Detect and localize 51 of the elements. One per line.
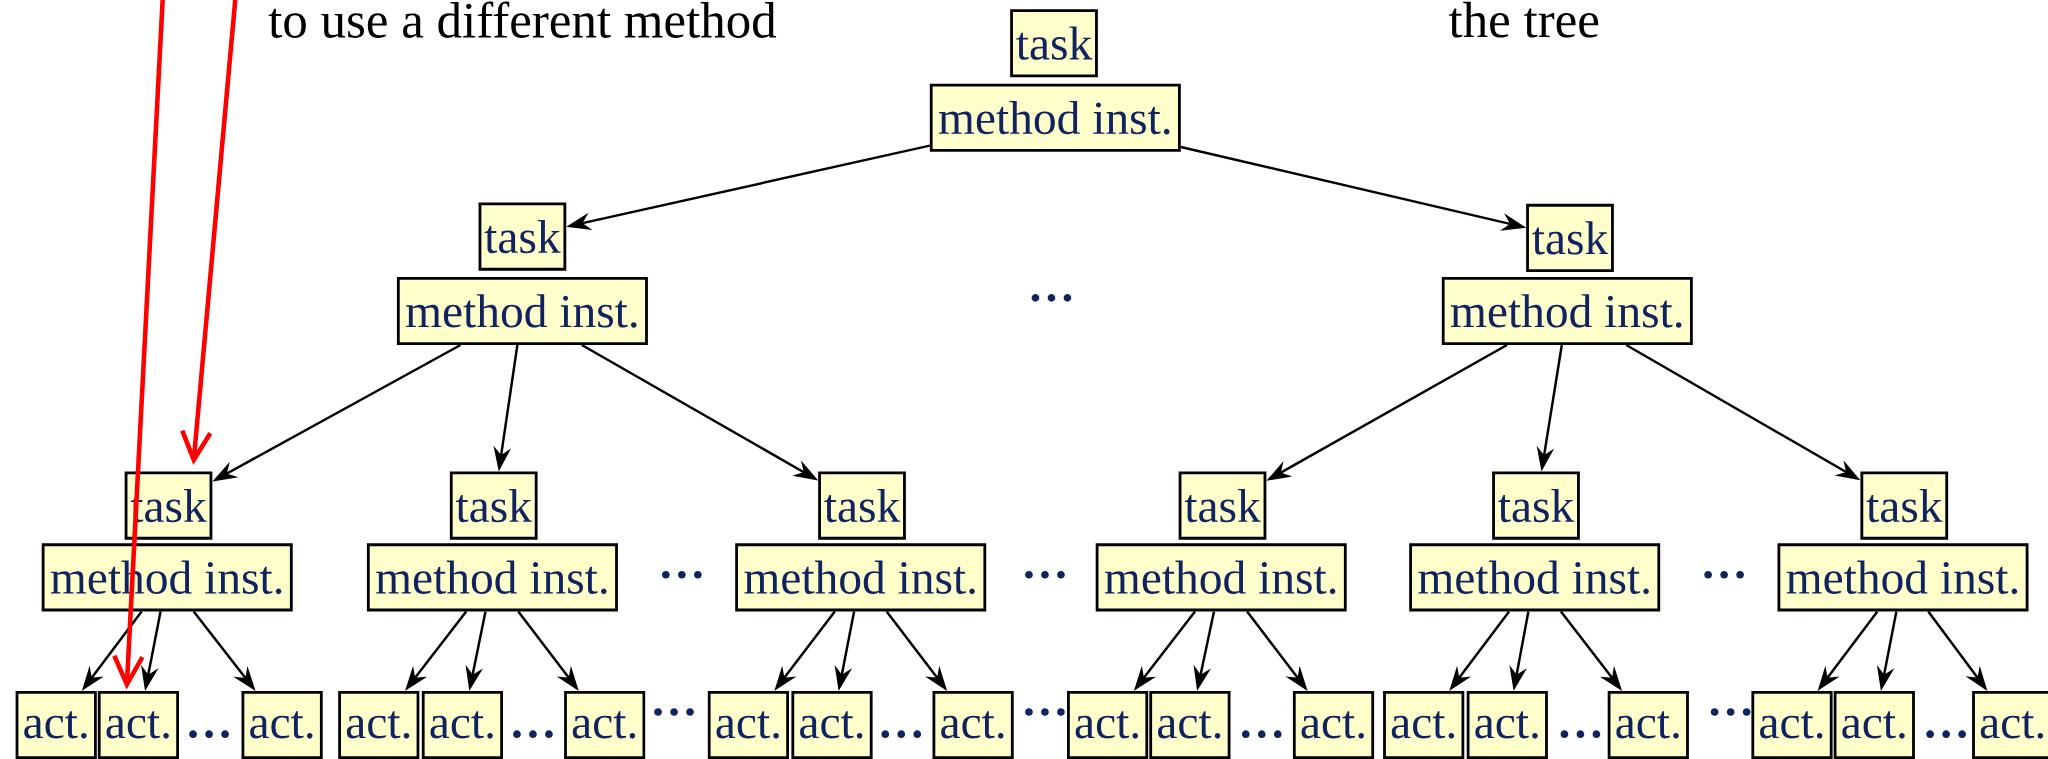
action-box: act. xyxy=(421,690,503,759)
method-box: method inst. xyxy=(366,543,618,612)
action-box: act. xyxy=(15,690,97,759)
ellipsis: … xyxy=(189,730,229,738)
action-box: act. xyxy=(1466,690,1548,759)
action-box: act. xyxy=(1383,690,1465,759)
method-box: method inst. xyxy=(1095,543,1347,612)
task-box: task xyxy=(478,202,567,271)
leader-line xyxy=(112,0,166,690)
method-box: method inst. xyxy=(735,543,987,612)
task-box: task xyxy=(1492,471,1580,540)
method-box: method inst. xyxy=(1409,543,1661,612)
task-box: task xyxy=(818,471,906,540)
ellipsis: … xyxy=(1031,294,1072,302)
annotation-text: to use a different method xyxy=(268,1,777,38)
action-box: act. xyxy=(564,690,646,759)
ellipsis: … xyxy=(1710,708,1751,716)
method-box: method inst. xyxy=(1777,543,2029,612)
action-box: act. xyxy=(1972,690,2048,759)
task-box: task xyxy=(1526,203,1614,272)
method-box: method inst. xyxy=(929,83,1181,152)
task-box: task xyxy=(1860,471,1949,540)
action-box: act. xyxy=(241,690,323,759)
action-box: act. xyxy=(1067,690,1149,759)
action-box: act. xyxy=(1292,690,1375,759)
action-box: act. xyxy=(1607,690,1689,759)
ellipsis: … xyxy=(1926,730,1966,738)
action-box: act. xyxy=(1833,690,1915,759)
task-box: task xyxy=(1010,9,1098,78)
ellipsis: … xyxy=(881,730,922,738)
ellipsis: … xyxy=(1025,570,1065,579)
ellipsis: … xyxy=(654,708,694,716)
annotation-text: the tree xyxy=(1449,1,1599,38)
leader-line xyxy=(180,0,239,466)
ellipsis: … xyxy=(1704,570,1744,579)
task-box: task xyxy=(449,471,538,540)
method-box: method inst. xyxy=(396,276,648,346)
ellipsis: … xyxy=(1025,708,1065,716)
action-box: act. xyxy=(1751,690,1833,759)
ellipsis: … xyxy=(1560,730,1601,738)
action-box: act. xyxy=(932,690,1014,759)
ellipsis: … xyxy=(1241,730,1282,738)
method-box: method inst. xyxy=(1441,276,1693,346)
action-box: act. xyxy=(707,690,789,759)
action-box: act. xyxy=(97,690,179,759)
action-box: act. xyxy=(338,690,420,759)
ellipsis: … xyxy=(513,730,553,738)
action-box: act. xyxy=(791,690,873,759)
action-box: act. xyxy=(1149,690,1231,759)
ellipsis: … xyxy=(662,570,702,579)
task-box: task xyxy=(1178,471,1267,540)
